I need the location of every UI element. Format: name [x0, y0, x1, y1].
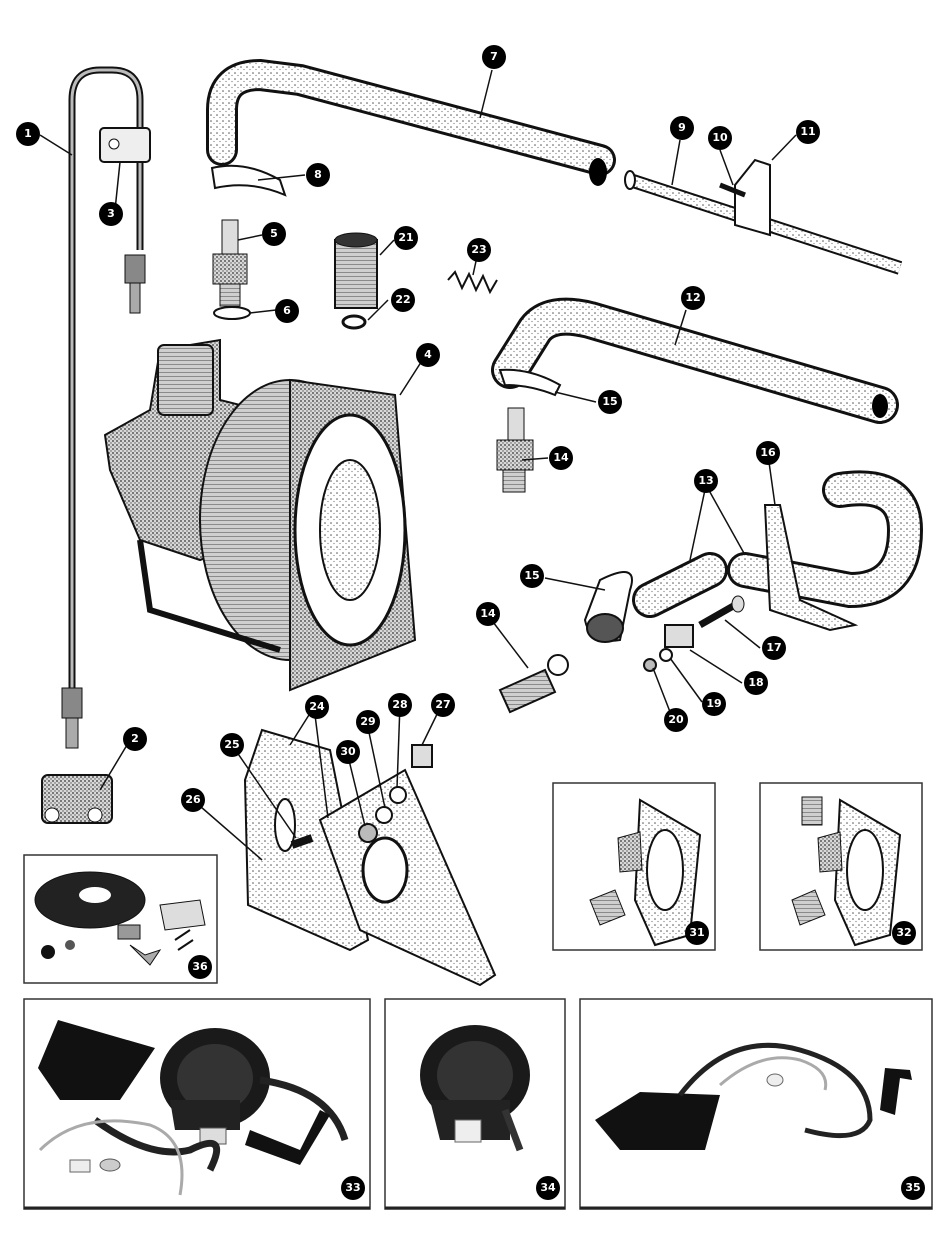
heat-shield-16: [763, 504, 859, 632]
washer-19: [659, 648, 673, 662]
callout-1[interactable]: 1: [16, 122, 40, 146]
callout-2[interactable]: 2: [123, 727, 147, 751]
spring-23: [447, 270, 498, 295]
callout-18[interactable]: 18: [744, 671, 768, 695]
callout-32[interactable]: 32: [892, 921, 916, 945]
washer-28: [389, 786, 407, 804]
callout-30[interactable]: 30: [336, 740, 360, 764]
callout-29[interactable]: 29: [356, 710, 380, 734]
panel-31: [552, 782, 716, 951]
hose-13: [632, 470, 924, 618]
callout-3[interactable]: 3: [99, 202, 123, 226]
callout-24[interactable]: 24: [305, 695, 329, 719]
hose-clip-15-bottom: [583, 571, 633, 643]
hose-clip-15-top: [498, 368, 562, 397]
callout-26[interactable]: 26: [181, 788, 205, 812]
pipe-clip-3: [99, 127, 151, 163]
callout-20[interactable]: 20: [664, 708, 688, 732]
callout-11[interactable]: 11: [796, 120, 820, 144]
washer-22: [341, 314, 367, 330]
nut-30: [358, 823, 378, 843]
callout-10[interactable]: 10: [708, 126, 732, 150]
callout-17[interactable]: 17: [762, 636, 786, 660]
adaptor-14-bottom: [498, 654, 569, 714]
callout-7[interactable]: 7: [482, 45, 506, 69]
callout-19[interactable]: 19: [702, 692, 726, 716]
leader-lines: [39, 69, 797, 861]
bolt-25: [290, 834, 314, 849]
panel-36: [23, 854, 218, 984]
callout-8[interactable]: 8: [306, 163, 330, 187]
callout-9[interactable]: 9: [670, 116, 694, 140]
callout-16[interactable]: 16: [756, 441, 780, 465]
callout-33[interactable]: 33: [341, 1176, 365, 1200]
clamp-18: [664, 624, 694, 648]
callout-25[interactable]: 25: [220, 733, 244, 757]
vacuum-hose-7: [206, 58, 616, 186]
callout-27[interactable]: 27: [431, 693, 455, 717]
callout-21[interactable]: 21: [394, 226, 418, 250]
callout-36[interactable]: 36: [188, 955, 212, 979]
callout-35[interactable]: 35: [901, 1176, 925, 1200]
vacuum-hose-12: [491, 297, 899, 424]
bolt-17: [698, 595, 745, 629]
servo-unit-4: [103, 338, 417, 692]
callout-13[interactable]: 13: [694, 469, 718, 493]
panel-32: [759, 782, 923, 951]
adaptor-14-top: [496, 407, 534, 493]
adaptor-5: [212, 219, 248, 307]
washer-6: [213, 306, 251, 320]
callout-6[interactable]: 6: [275, 299, 299, 323]
callout-12[interactable]: 12: [681, 286, 705, 310]
hose-clip-8: [210, 164, 287, 197]
washer-29: [375, 806, 393, 824]
panel-34: [384, 998, 566, 1210]
vacuum-pipe-1: [61, 66, 146, 749]
callout-5[interactable]: 5: [262, 222, 286, 246]
panel-35: [579, 998, 933, 1210]
callout-28[interactable]: 28: [388, 693, 412, 717]
callout-23[interactable]: 23: [467, 238, 491, 262]
bracket-11: [734, 158, 771, 237]
callout-31[interactable]: 31: [685, 921, 709, 945]
callout-14-top[interactable]: 14: [549, 446, 573, 470]
screw-10: [719, 182, 746, 198]
callout-15-bottom[interactable]: 15: [520, 564, 544, 588]
nut-21: [334, 232, 378, 309]
callout-22[interactable]: 22: [391, 288, 415, 312]
callout-14-bottom[interactable]: 14: [476, 602, 500, 626]
panel-33: [23, 998, 371, 1210]
callout-34[interactable]: 34: [536, 1176, 560, 1200]
screw-27: [411, 744, 433, 768]
callout-15-top[interactable]: 15: [598, 390, 622, 414]
callout-4[interactable]: 4: [416, 343, 440, 367]
union-2: [41, 774, 113, 824]
